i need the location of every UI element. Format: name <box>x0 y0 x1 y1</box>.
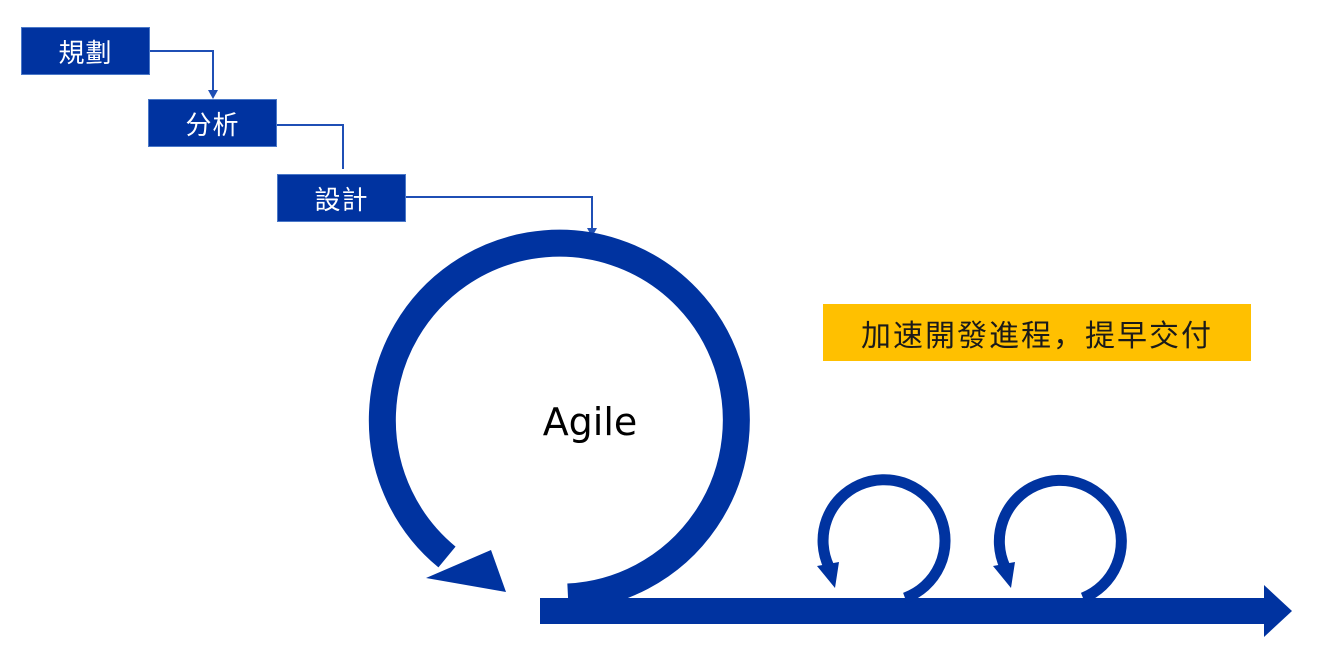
agile-loop-arc <box>368 229 750 611</box>
agile-loop-arrowhead <box>426 550 506 592</box>
timeline-arrowhead <box>1264 585 1292 637</box>
small-loop-2-arrowhead <box>993 562 1015 588</box>
connector-design-to-agile <box>406 196 593 232</box>
step-design-label: 設計 <box>314 185 369 216</box>
step-design-box: 設計 <box>277 174 406 222</box>
small-loop-1-arc <box>817 474 951 604</box>
step-analyze-label: 分析 <box>185 110 240 141</box>
connector-plan-to-analyze-head <box>208 90 218 99</box>
step-plan-label: 規劃 <box>58 38 113 69</box>
step-analyze-box: 分析 <box>148 99 277 147</box>
connector-analyze-to-design <box>277 124 344 169</box>
agile-label: Agile <box>542 400 638 444</box>
connector-plan-to-analyze <box>150 50 214 94</box>
small-loop-1-arrowhead <box>817 562 839 588</box>
highlight-banner: 加速開發進程，提早交付 <box>823 304 1251 361</box>
highlight-text: 加速開發進程，提早交付 <box>861 318 1213 354</box>
step-plan-box: 規劃 <box>21 27 150 75</box>
timeline-bar <box>540 598 1268 624</box>
small-loop-2-arc <box>993 474 1127 604</box>
